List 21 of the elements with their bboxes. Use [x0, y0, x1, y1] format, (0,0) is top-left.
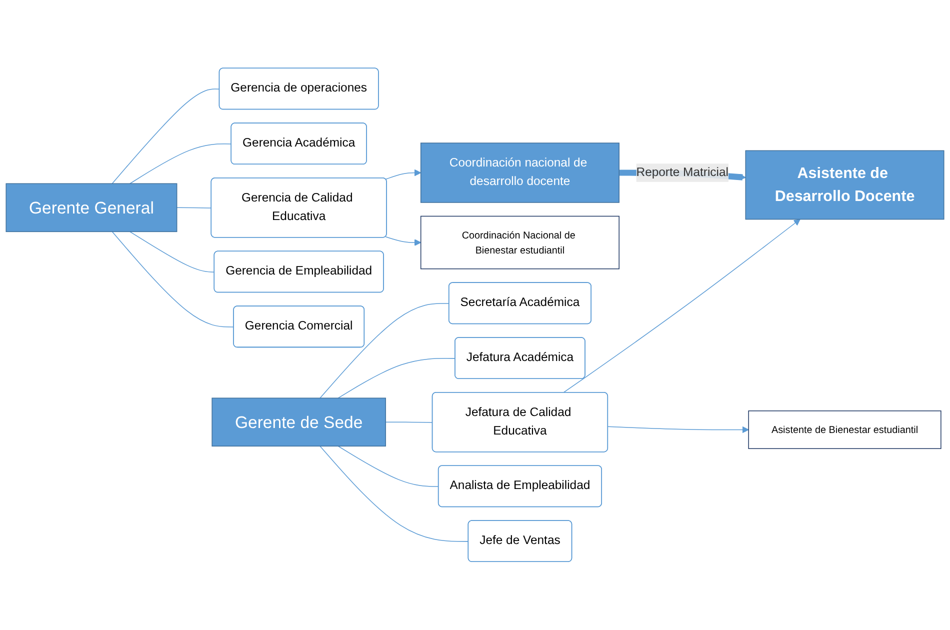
connector [320, 446, 469, 542]
node-box: Asistente de Desarrollo Docente [745, 150, 944, 220]
connector [338, 446, 440, 488]
node-box: Asistente de Bienestar estudiantil [748, 410, 942, 450]
connector [130, 231, 215, 273]
edge-label: Reporte Matricial [636, 166, 728, 179]
connector [320, 303, 450, 399]
connector [338, 358, 456, 399]
connector [130, 144, 232, 184]
node-box: Gerente de Sede [212, 398, 386, 447]
arrow [562, 219, 800, 394]
node-box: Gerente General [6, 183, 178, 232]
arrow [385, 170, 422, 180]
connector [112, 88, 220, 184]
node-box: Coordinación nacional de desarrollo docente [420, 142, 620, 203]
node-box: Coordinación Nacional de Bienestar estudiantil [420, 216, 620, 270]
connector [176, 207, 212, 209]
arrow [385, 236, 422, 246]
connector [385, 422, 434, 423]
connector [112, 231, 234, 328]
arrow [608, 426, 749, 434]
